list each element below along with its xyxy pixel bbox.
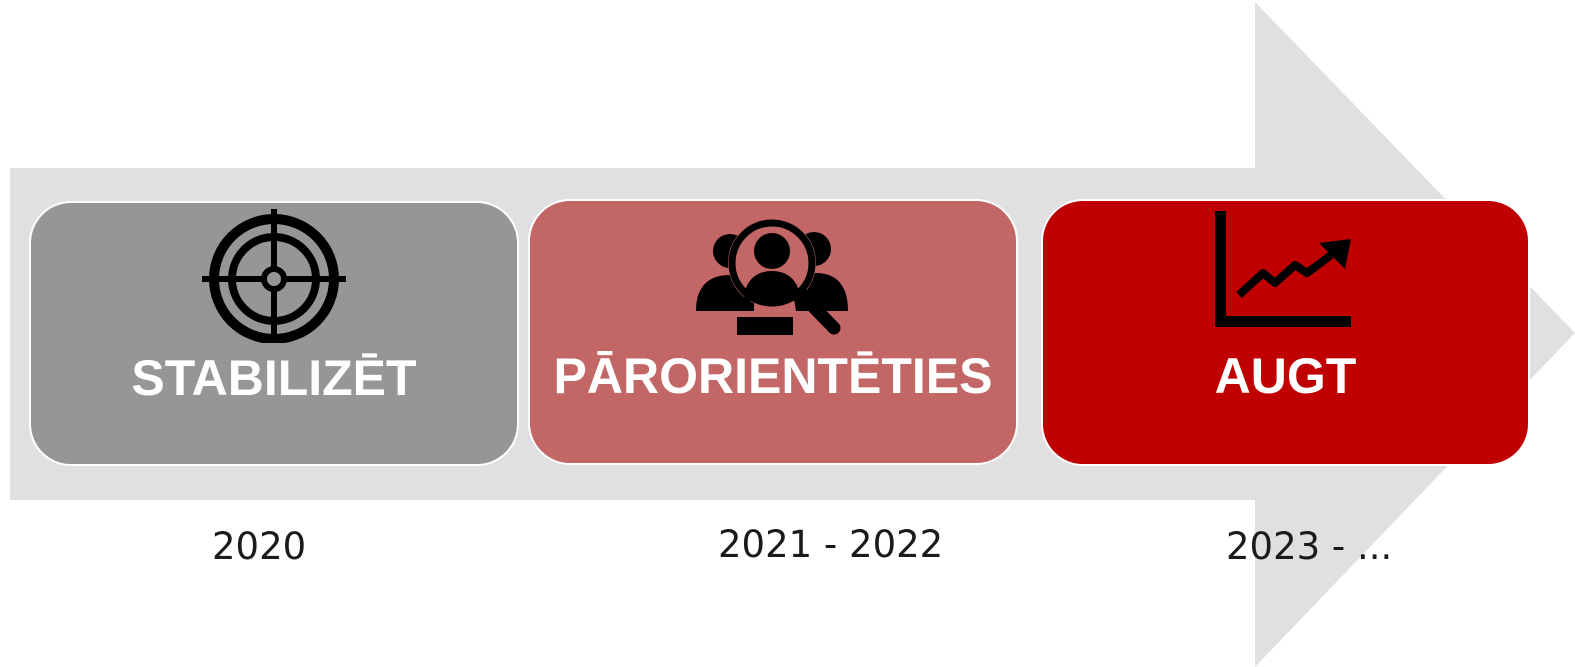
phase-label: STABILIZĒT (131, 350, 417, 406)
phase-label: AUGT (1214, 348, 1357, 404)
target-crosshair-icon (202, 209, 346, 343)
period-label-grow: 2023 - ... (1226, 525, 1393, 568)
growth-chart-icon (1214, 211, 1351, 327)
phase-card-stabilize: STABILIZĒT (29, 201, 519, 466)
period-label-stabilize: 2020 (212, 525, 307, 568)
phase-card-reorient: PĀRORIENTĒTIES (528, 199, 1018, 465)
people-magnifier-icon (696, 219, 848, 335)
period-label-reorient: 2021 - 2022 (718, 523, 944, 566)
phase-label: PĀRORIENTĒTIES (553, 348, 993, 404)
phase-card-grow: AUGT (1041, 199, 1530, 466)
